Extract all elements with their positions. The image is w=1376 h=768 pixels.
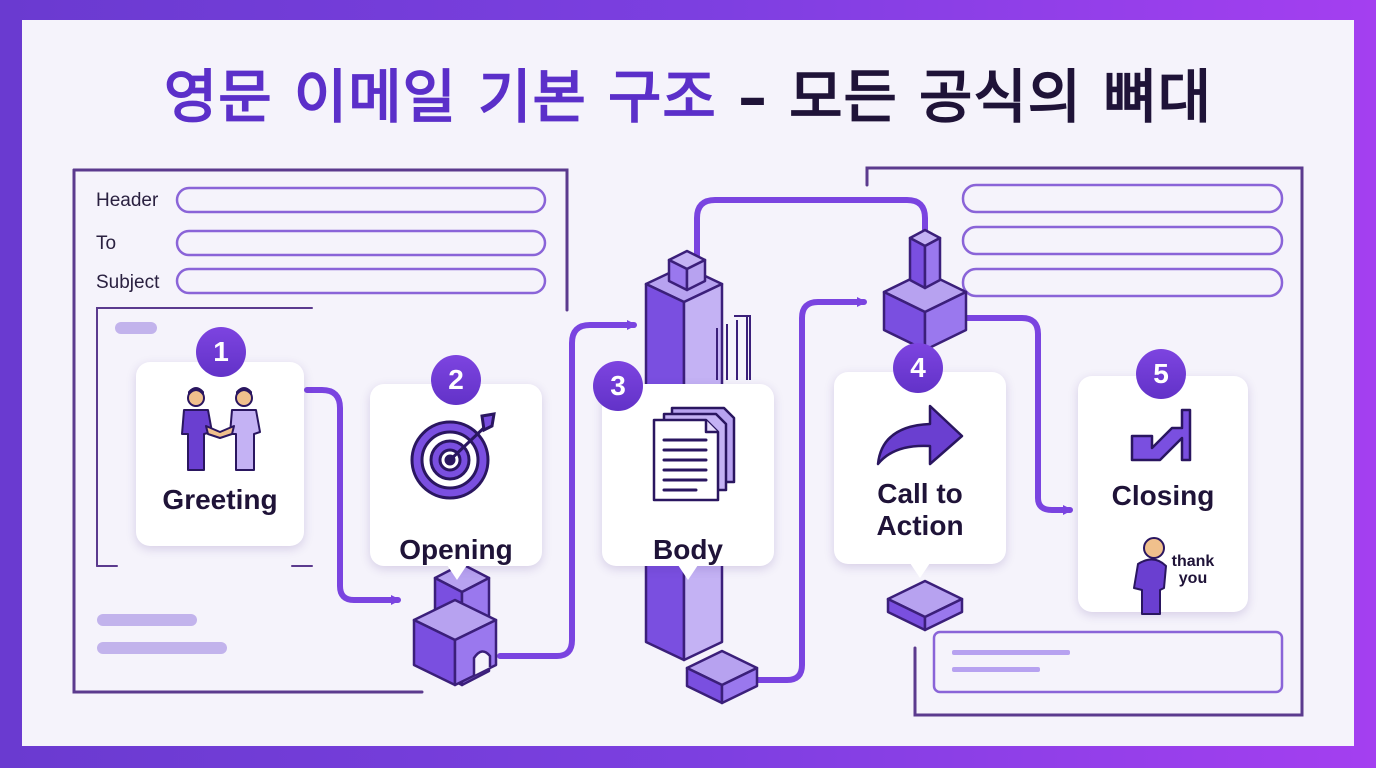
- placeholder-line: [952, 650, 1070, 655]
- closing-note-line-2: you: [1178, 570, 1208, 587]
- page-title: 영문 이메일 기본 구조 – 모든 공식의 뼈대: [22, 68, 1354, 126]
- connector-3-4: [741, 297, 867, 683]
- step-card-greeting: Greeting: [136, 362, 304, 546]
- left-body-panel: [96, 307, 313, 567]
- step-card-opening: Opening: [370, 384, 542, 566]
- right-footer-box: [932, 630, 1284, 694]
- step-badge-2: 2: [431, 355, 481, 405]
- step-card-closing: Closing thank you: [1078, 376, 1248, 615]
- handshake-icon: [181, 387, 261, 471]
- to-field: [175, 229, 547, 257]
- connector-1-2: [304, 387, 401, 605]
- connector-2-3: [497, 320, 637, 659]
- paper-stack-lines: [716, 315, 751, 380]
- diagram-background: [72, 166, 1304, 717]
- placeholder-line: [97, 614, 197, 626]
- right-field: [961, 225, 1284, 256]
- flow-connectors: [304, 197, 1073, 683]
- step-badge-4: 4: [893, 343, 943, 393]
- step-label-greeting: Greeting: [162, 484, 278, 515]
- connector-4-5: [964, 315, 1073, 515]
- iso-block-opening: [412, 562, 498, 687]
- target-icon: [410, 412, 496, 500]
- iso-block-action: [882, 228, 968, 352]
- step-label-closing: Closing: [1111, 480, 1215, 511]
- step-label-opening: Opening: [399, 534, 513, 565]
- step-label-body: Body: [653, 534, 723, 565]
- bowing-person-icon: [1133, 537, 1167, 615]
- step-badge-3: 3: [593, 361, 643, 411]
- subject-label: Subject: [96, 272, 160, 293]
- step-card-call-to-action: Call to Action: [834, 372, 1006, 564]
- document-stack-icon: [652, 406, 736, 502]
- header-label: Header: [96, 190, 159, 211]
- right-field: [961, 267, 1284, 298]
- iso-block-action-base: [886, 579, 964, 632]
- right-email-frame: [865, 166, 1304, 717]
- stairs-icon: [1130, 408, 1192, 462]
- connector-3-4-top: [694, 197, 928, 271]
- placeholder-line: [97, 642, 227, 654]
- left-email-frame: [72, 168, 569, 694]
- diagram-canvas: 영문 이메일 기본 구조 – 모든 공식의 뼈대 Header To Subje…: [22, 20, 1354, 746]
- step-label-call-to-action-text: Call to Action: [876, 478, 964, 542]
- right-field: [961, 183, 1284, 214]
- placeholder-line: [115, 322, 157, 334]
- to-label: To: [96, 233, 117, 254]
- closing-note-line-1: thank: [1171, 553, 1215, 570]
- step-label-call-to-action: Call to Action: [834, 478, 1006, 542]
- header-field: [175, 186, 547, 214]
- placeholder-line: [952, 667, 1040, 672]
- title-part-2: – 모든 공식의 뼈대: [737, 63, 1213, 131]
- step-badge-5: 5: [1136, 349, 1186, 399]
- title-part-1: 영문 이메일 기본 구조: [163, 63, 717, 131]
- arrow-right-icon: [876, 404, 964, 466]
- subject-field: [175, 267, 547, 295]
- step-badge-1: 1: [196, 327, 246, 377]
- step-card-body: Body: [602, 384, 774, 566]
